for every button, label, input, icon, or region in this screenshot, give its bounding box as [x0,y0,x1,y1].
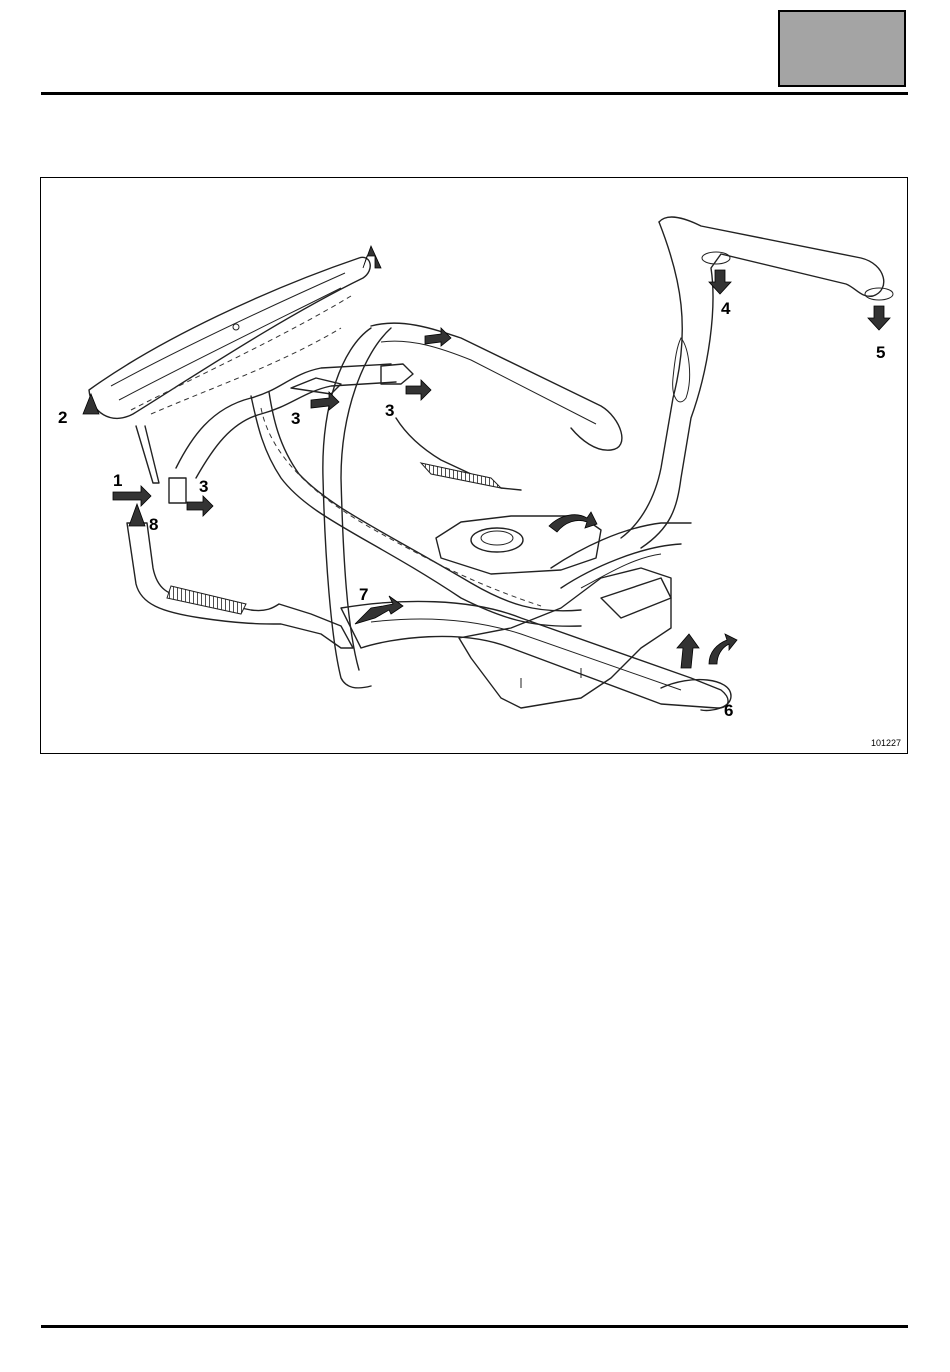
left-floor-duct [127,523,353,648]
callout-7: 7 [359,585,368,604]
callout-3c: 3 [199,477,208,496]
callout-1: 1 [113,471,122,490]
callout-5: 5 [876,343,885,362]
footer-rule [41,1325,908,1328]
callout-8: 8 [149,515,158,534]
rear-flat-duct [341,523,731,710]
rear-floor-duct-right [371,323,622,490]
tank-module [436,516,671,708]
chapter-tab-box [778,10,906,87]
rear-upper-vent-duct [621,217,893,548]
callout-6: 6 [724,701,733,720]
callout-3b: 3 [385,401,394,420]
duct-illustration: 1 2 3 3 3 4 5 6 7 8 101227 [41,178,906,752]
callout-4: 4 [721,299,731,318]
callout-3a: 3 [291,409,300,428]
figure-reference-number: 101227 [871,738,901,748]
ventilation-duct-diagram: 1 2 3 3 3 4 5 6 7 8 101227 [40,177,908,754]
callout-2: 2 [58,408,67,427]
header-rule [41,92,908,95]
